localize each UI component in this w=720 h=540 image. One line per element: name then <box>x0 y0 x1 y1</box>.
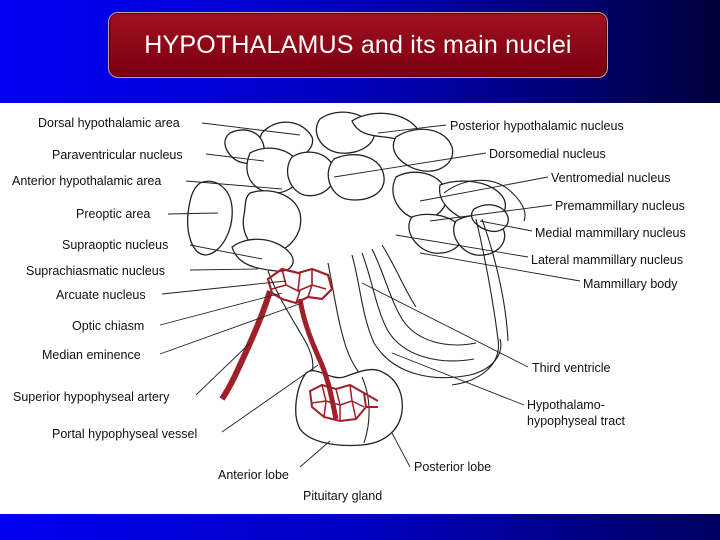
label-medial-mammillary-nucleus: Medial mammillary nucleus <box>535 226 686 240</box>
label-premammillary-nucleus: Premammillary nucleus <box>555 199 685 213</box>
label-paraventricular-nucleus: Paraventricular nucleus <box>52 148 183 162</box>
label-dorsal-hypothalamic-area: Dorsal hypothalamic area <box>38 116 180 130</box>
label-lateral-mammillary-nucleus: Lateral mammillary nucleus <box>531 253 683 267</box>
bottom-bar <box>0 514 720 540</box>
label-ventromedial-nucleus: Ventromedial nucleus <box>551 171 671 185</box>
label-posterior-lobe: Posterior lobe <box>414 460 491 474</box>
right-leader-lines <box>299 124 581 468</box>
label-median-eminence: Median eminence <box>42 348 141 362</box>
label-dorsomedial-nucleus: Dorsomedial nucleus <box>489 147 606 161</box>
title-box: HYPOTHALAMUS and its main nuclei <box>108 12 608 78</box>
left-leader-lines <box>159 122 319 433</box>
label-hypothalamo-line1: Hypothalamo- <box>527 398 605 412</box>
label-mammillary-body: Mammillary body <box>583 277 678 291</box>
bottom-labels: Anterior lobe Posterior lobe Pituitary g… <box>218 460 491 503</box>
portal-vessel-network <box>219 267 379 423</box>
label-pituitary-gland: Pituitary gland <box>303 489 382 503</box>
label-supraoptic-nucleus: Supraoptic nucleus <box>62 238 168 252</box>
label-superior-hypophyseal-artery: Superior hypophyseal artery <box>13 390 170 404</box>
label-preoptic-area: Preoptic area <box>76 207 150 221</box>
label-hypophyseal-tract-line2: hypophyseal tract <box>527 414 626 428</box>
label-anterior-lobe: Anterior lobe <box>218 468 289 482</box>
label-anterior-hypothalamic-area: Anterior hypothalamic area <box>12 174 161 188</box>
label-optic-chiasm: Optic chiasm <box>72 319 144 333</box>
diagram-panel: Dorsal hypothalamic area Paraventricular… <box>0 103 720 514</box>
label-third-ventricle: Third ventricle <box>532 361 611 375</box>
label-suprachiasmatic-nucleus: Suprachiasmatic nucleus <box>26 264 165 278</box>
left-labels: Dorsal hypothalamic area Paraventricular… <box>12 116 197 441</box>
label-arcuate-nucleus: Arcuate nucleus <box>56 288 146 302</box>
right-labels: Posterior hypothalamic nucleus Dorsomedi… <box>450 119 686 428</box>
label-posterior-hypothalamic-nucleus: Posterior hypothalamic nucleus <box>450 119 624 133</box>
label-portal-hypophyseal-vessel: Portal hypophyseal vessel <box>52 427 197 441</box>
hypothalamus-diagram: Dorsal hypothalamic area Paraventricular… <box>12 111 686 503</box>
slide-title: HYPOTHALAMUS and its main nuclei <box>144 30 572 59</box>
hypothalamus-outline <box>186 111 526 447</box>
